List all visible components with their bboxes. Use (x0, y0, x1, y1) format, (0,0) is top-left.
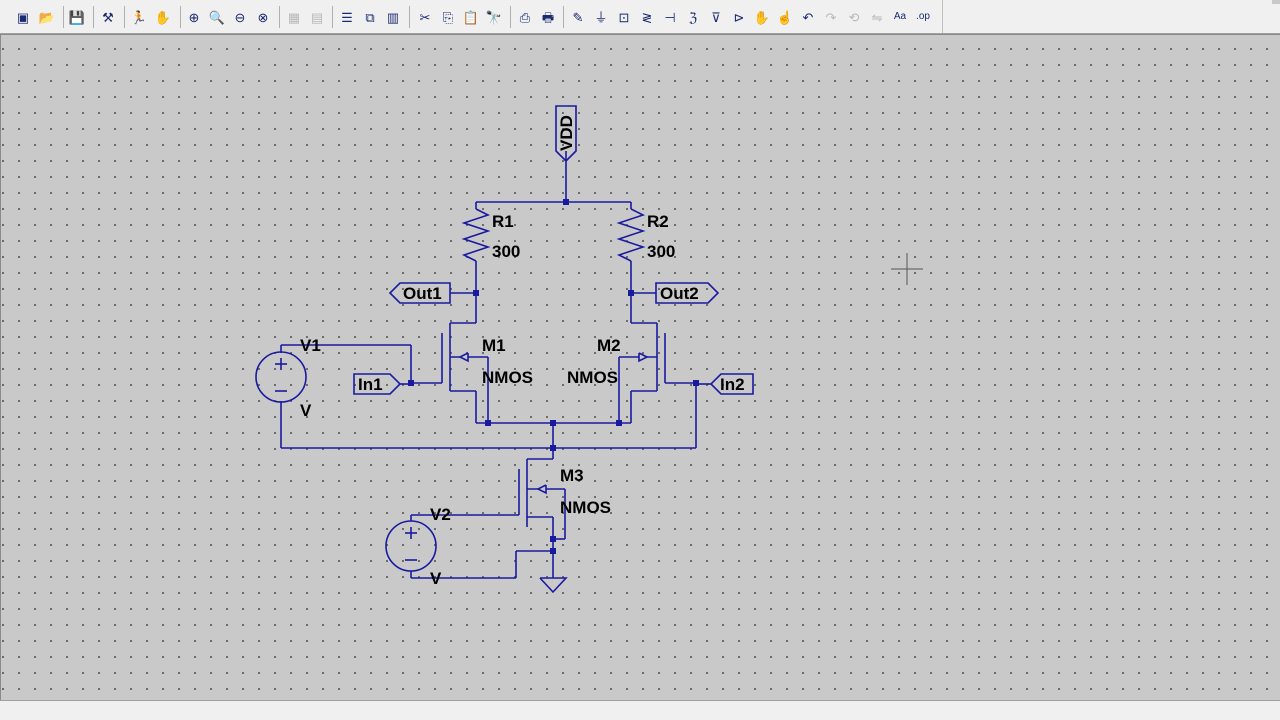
rotate-icon[interactable]: ⟲ (848, 9, 860, 25)
find-icon[interactable]: 🔭 (485, 9, 503, 25)
open-icon[interactable]: 📂 (38, 9, 56, 25)
new-schematic-icon[interactable]: ▣ (16, 9, 30, 25)
control-panel-icon[interactable]: ⚒ (102, 9, 114, 25)
out2-port[interactable]: Out2 (655, 282, 720, 304)
zoom-fit-icon[interactable]: ⊗ (257, 9, 269, 25)
out1-label: Out1 (403, 284, 442, 303)
m1-name[interactable]: M1 (482, 336, 506, 355)
toolbar-separator (93, 6, 94, 28)
delete-trace-icon[interactable]: ▤ (310, 9, 324, 25)
move-icon[interactable]: ✋ (753, 9, 771, 25)
inductor-icon[interactable]: ℨ (688, 9, 697, 25)
paste-icon[interactable]: 📋 (462, 9, 480, 25)
schematic-drawing[interactable]: VDD Out1 Out2 In1 In2 R1 300 R2 300 M1 N… (1, 35, 1279, 700)
net-label-icon[interactable]: ⊡ (618, 9, 630, 25)
r1-name[interactable]: R1 (492, 212, 514, 231)
toolbar-separator (409, 6, 410, 28)
resistor-icon[interactable]: ≷ (641, 9, 653, 25)
v2-value[interactable]: V (430, 569, 442, 588)
cut-icon[interactable]: ✂ (419, 9, 431, 25)
r2-value[interactable]: 300 (647, 242, 675, 261)
zoom-out-icon[interactable]: ⊖ (234, 9, 246, 25)
capacitor-icon[interactable]: ⊣ (664, 9, 676, 25)
save-icon[interactable]: 💾 (68, 9, 86, 25)
toolbar-separator (563, 6, 564, 28)
m2-name[interactable]: M2 (597, 336, 621, 355)
print-icon[interactable]: 🖶 (541, 9, 555, 25)
in2-label: In2 (720, 375, 745, 394)
m3-model[interactable]: NMOS (560, 498, 611, 517)
toolbar-separator (332, 6, 333, 28)
v2-name[interactable]: V2 (430, 505, 451, 524)
status-bar (0, 700, 1280, 720)
out1-port[interactable]: Out1 (388, 282, 451, 304)
vdd-port[interactable]: VDD (555, 105, 577, 163)
text-icon[interactable]: Aa (893, 11, 907, 22)
pan-icon[interactable]: 🔍 (208, 9, 226, 25)
toolbar-separator (124, 6, 125, 28)
tile-vertical-icon[interactable]: ▥ (386, 9, 400, 25)
v1-value[interactable]: V (300, 401, 312, 420)
r1-value[interactable]: 300 (492, 242, 520, 261)
vdd-label: VDD (557, 115, 576, 151)
mirror-icon[interactable]: ⇋ (871, 9, 883, 25)
undo-icon[interactable]: ↶ (802, 9, 814, 25)
in1-port[interactable]: In1 (353, 373, 411, 395)
m1-model[interactable]: NMOS (482, 368, 533, 387)
draw-wire-icon[interactable]: ✎ (572, 9, 584, 25)
toolbar-separator (510, 6, 511, 28)
toolbar-separator (180, 6, 181, 28)
toolbar-separator (279, 6, 280, 28)
r2-name[interactable]: R2 (647, 212, 669, 231)
zoom-in-icon[interactable]: ⊕ (188, 9, 200, 25)
in1-label: In1 (358, 375, 383, 394)
diode-icon[interactable]: ⊽ (711, 9, 721, 25)
main-toolbar: ▣ 📂 💾 ⚒ 🏃 ✋ ⊕ 🔍 ⊖ ⊗ ▦ ▤ ☰ ⧉ ▥ ✂ ⎘ 📋 🔭 ⎙ 🖶 ✎ ⏚ ⊡ ≷ ⊣ ℨ ⊽ ⊳ ✋ ☝ ↶ ↷ ⟲ ⇋ Aa .op (0, 0, 1280, 34)
toolbar-separator (63, 6, 64, 28)
crosshair-cursor-icon (891, 253, 923, 285)
junctions (408, 199, 699, 554)
run-icon[interactable]: 🏃 (130, 9, 148, 25)
drag-icon[interactable]: ☝ (776, 9, 794, 25)
schematic-canvas[interactable]: VDD Out1 Out2 In1 In2 R1 300 R2 300 M1 N… (0, 34, 1280, 700)
halt-icon[interactable]: ✋ (154, 9, 172, 25)
toolbar-end-divider (942, 0, 943, 33)
ground-icon[interactable]: ⏚ (594, 9, 608, 25)
redo-icon[interactable]: ↷ (825, 9, 837, 25)
component-icon[interactable]: ⊳ (733, 9, 745, 25)
cascade-icon[interactable]: ⧉ (365, 9, 375, 25)
m2-model[interactable]: NMOS (567, 368, 618, 387)
copy-icon[interactable]: ⎘ (442, 9, 454, 25)
v1-name[interactable]: V1 (300, 336, 321, 355)
window-edge (1272, 0, 1280, 4)
m3-name[interactable]: M3 (560, 466, 584, 485)
out2-label: Out2 (660, 284, 699, 303)
in2-port[interactable]: In2 (699, 373, 754, 395)
spice-directive-icon[interactable]: .op (916, 11, 930, 22)
wires (255, 151, 697, 594)
tile-horizontal-icon[interactable]: ☰ (341, 9, 353, 25)
print-setup-icon[interactable]: ⎙ (519, 9, 531, 25)
autoscale-icon[interactable]: ▦ (287, 9, 301, 25)
